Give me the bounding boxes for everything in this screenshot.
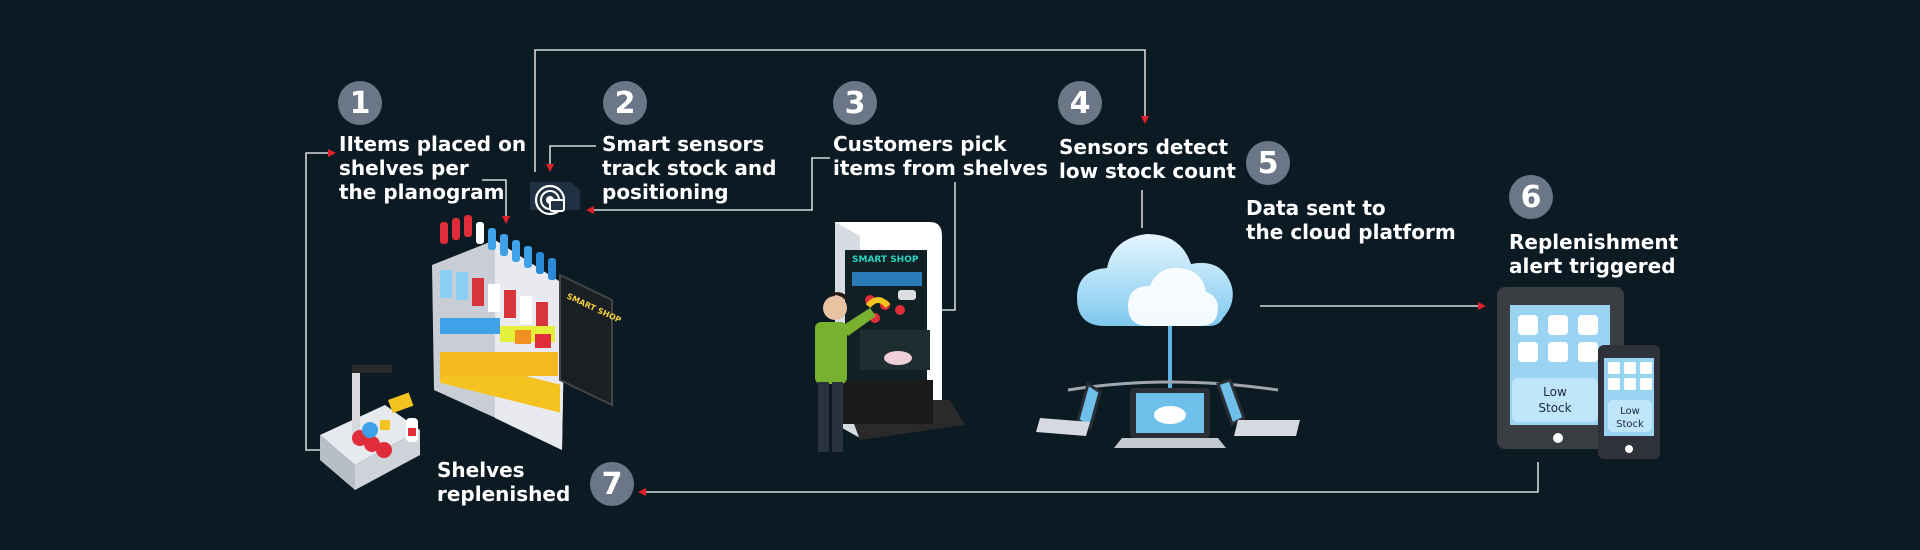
step-4-line-2: low stock count (1059, 159, 1236, 183)
connector-step1-to-shelf (482, 179, 510, 224)
connector-alert-to-step7 (638, 462, 1539, 496)
step-1-line-1: IItems placed on (339, 132, 527, 156)
step-2-line-3: positioning (602, 180, 729, 204)
connector-lines (305, 49, 1539, 496)
shelf-sign-board: SMART SHOP (559, 273, 623, 407)
step-3-label: Customers pick items from shelves (833, 132, 1048, 180)
step-7-badge: 7 (590, 462, 634, 506)
connector-top-loop (534, 49, 1149, 172)
customer-illustration (815, 292, 891, 452)
step-1-badge: 1 (338, 81, 382, 125)
tablet-alert-line-2: Stock (1538, 401, 1571, 415)
step-4-badge: 4 (1058, 81, 1102, 125)
step-3-line-2: items from shelves (833, 156, 1048, 180)
step-4-line-1: Sensors detect (1059, 135, 1229, 159)
phone-illustration: Low Stock (1598, 345, 1660, 459)
step-2-badge: 2 (603, 81, 647, 125)
phone-alert-line-1: Low (1620, 406, 1640, 417)
tablet-illustration: Low Stock (1497, 287, 1624, 449)
connector-step2-to-sensor (546, 145, 596, 172)
step-2-label: Smart sensors track stock and positionin… (602, 132, 776, 204)
phone-alert-line-2: Stock (1616, 419, 1644, 430)
step-4-label: Sensors detect low stock count (1059, 135, 1236, 183)
step-6-badge: 6 (1509, 175, 1553, 219)
step-5-line-1: Data sent to (1246, 196, 1386, 220)
step-7-line-2: replenished (437, 482, 571, 506)
cloud-network-illustration (1036, 234, 1300, 448)
connector-step3-to-sensor (586, 157, 830, 214)
tablet-alert-line-1: Low (1543, 385, 1567, 399)
step-5-badge: 5 (1246, 141, 1290, 185)
step-1-label: IItems placed on shelves per the planogr… (339, 132, 526, 204)
restock-robot-illustration (320, 365, 420, 490)
step-2-line-1: Smart sensors (602, 132, 765, 156)
step-5-line-2: the cloud platform (1246, 220, 1456, 244)
step-6-line-2: alert triggered (1509, 254, 1676, 278)
shelf-unit-illustration: SMART SHOP (432, 215, 623, 450)
step-1-line-2: shelves per (339, 156, 469, 180)
step-7-label: Shelves replenished (437, 458, 570, 506)
sensor-icon (530, 182, 580, 216)
step-5-label: Data sent to the cloud platform (1246, 196, 1456, 244)
step-1-line-3: the planogram (339, 180, 505, 204)
step-3-line-1: Customers pick (833, 132, 1007, 156)
step-7-line-1: Shelves (437, 458, 525, 482)
kiosk-sign-text: SMART SHOP (852, 255, 919, 265)
step-3-badge: 3 (833, 81, 877, 125)
step-6-line-1: Replenishment (1509, 230, 1679, 254)
step-2-line-2: track stock and (602, 156, 777, 180)
step-6-label: Replenishment alert triggered (1509, 230, 1678, 278)
